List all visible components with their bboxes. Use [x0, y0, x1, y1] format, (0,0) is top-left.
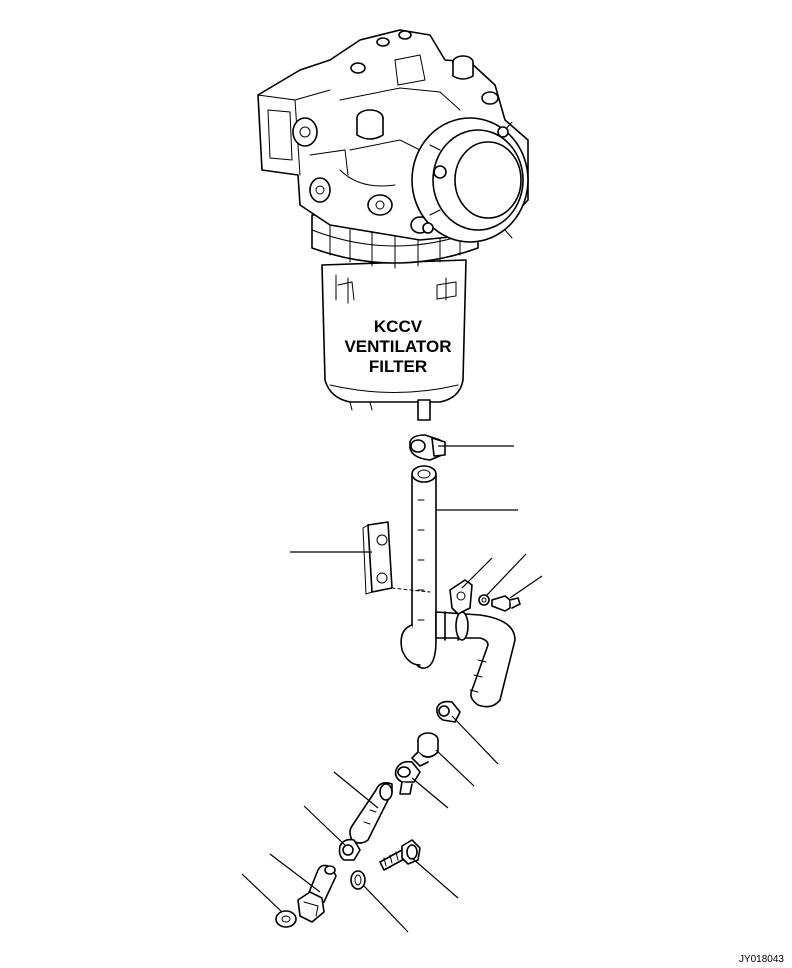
breather-tube — [400, 465, 516, 708]
kccv-ventilator-filter — [257, 29, 529, 421]
short-hose — [349, 782, 393, 844]
connector-fitting — [379, 839, 421, 871]
check-valve — [411, 732, 439, 767]
filter-label-line3: FILTER — [369, 357, 427, 376]
filter-label-line2: VENTILATOR — [344, 337, 451, 356]
mounting-clip — [362, 521, 431, 595]
elbow-fitting — [297, 864, 337, 923]
washer-left — [275, 910, 297, 928]
tube-bracket — [449, 579, 473, 615]
bracket-bolt — [491, 595, 521, 612]
hose-clamp-lower — [436, 700, 461, 723]
bracket-washer — [478, 594, 490, 606]
hose-clamp-mid — [394, 760, 421, 795]
hose-clamp-top — [409, 434, 446, 461]
filter-label-line1: KCCV — [374, 317, 423, 336]
o-ring — [350, 870, 366, 890]
leader-lines — [241, 445, 543, 933]
drawing-number: JY018043 — [739, 954, 784, 965]
